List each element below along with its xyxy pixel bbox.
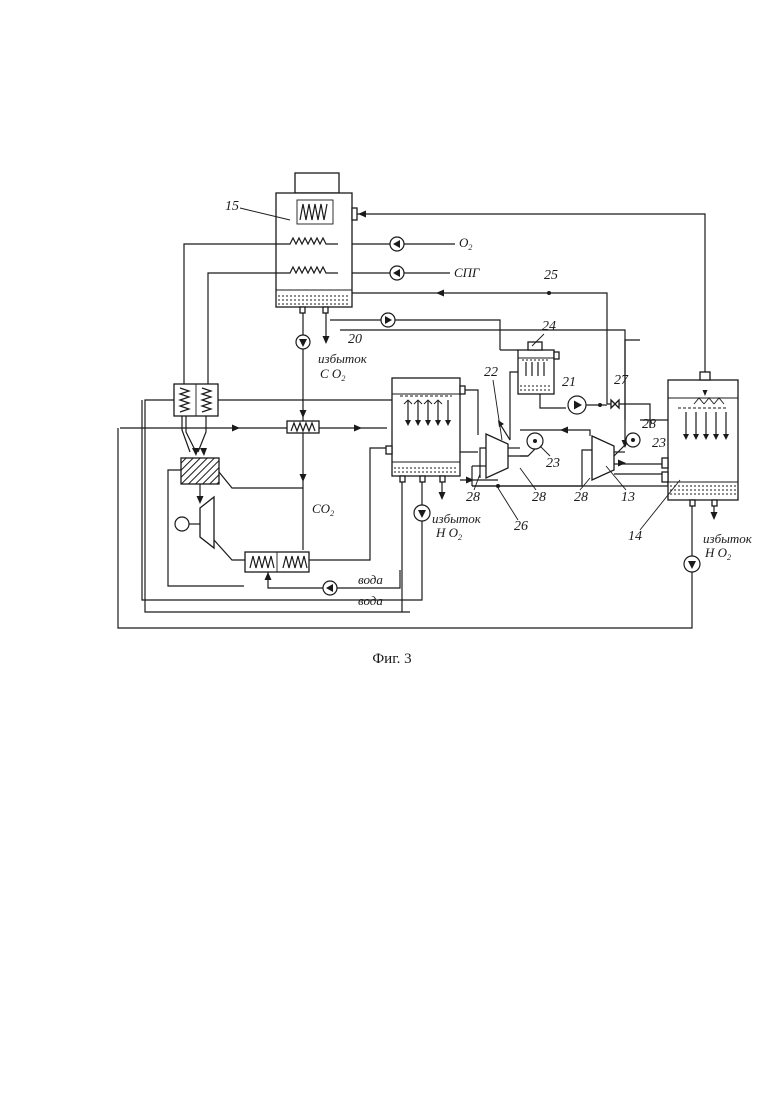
hatched-reactor xyxy=(181,458,219,484)
label-excess-h2o-2-formula: H O2 xyxy=(704,545,731,562)
label-water-1: вода xyxy=(358,572,383,587)
ref-28-a: 28 xyxy=(642,417,656,432)
leader-26 xyxy=(498,488,518,520)
label-excess-co2-formula: C O2 xyxy=(320,366,345,383)
leader-28-c xyxy=(520,468,536,490)
label-excess-co2-word: избыток xyxy=(318,351,368,366)
unit-24 xyxy=(500,342,566,440)
generator-23-right xyxy=(614,433,640,456)
ref-22: 22 xyxy=(484,365,498,380)
label-excess-h2o-1-word: избыток xyxy=(432,511,482,526)
ref-15: 15 xyxy=(225,199,239,214)
ref-26: 26 xyxy=(514,519,528,534)
ref-21: 21 xyxy=(562,375,576,390)
ref-23-b: 23 xyxy=(652,436,666,451)
label-excess-h2o-1-formula: H O2 xyxy=(435,525,462,542)
bottom-heat-exchanger xyxy=(245,448,400,588)
label-water-2: вода xyxy=(358,593,383,608)
ref-28-b: 28 xyxy=(466,490,480,505)
middle-column xyxy=(386,378,465,482)
label-o2: O2 xyxy=(459,235,472,252)
ref-23-a: 23 xyxy=(546,456,560,471)
ref-25: 25 xyxy=(544,268,558,283)
unit-14 xyxy=(662,372,738,506)
o2-feed-line xyxy=(352,237,455,251)
label-co2: CO2 xyxy=(312,501,334,518)
water-pump-line xyxy=(323,581,337,595)
leader-28-b xyxy=(474,474,480,490)
ref-24: 24 xyxy=(542,319,556,334)
middle-heat-exchanger xyxy=(120,421,387,433)
label-excess-h2o-2-word: избыток xyxy=(703,531,753,546)
left-heat-exchanger xyxy=(174,384,218,416)
spg-feed-line xyxy=(352,266,450,280)
ref-27: 27 xyxy=(614,373,629,388)
label-spg: СПГ xyxy=(454,265,480,280)
ref-28-c: 28 xyxy=(532,490,546,505)
figure-caption: Фиг. 3 xyxy=(372,651,411,667)
line-20 xyxy=(323,313,626,445)
generator-23-middle xyxy=(520,433,543,456)
ref-20: 20 xyxy=(348,332,362,347)
leader-23-a xyxy=(540,446,550,456)
leader-14 xyxy=(640,480,680,530)
ref-14: 14 xyxy=(628,529,642,544)
ref-28-d: 28 xyxy=(574,490,588,505)
leader-22 xyxy=(493,380,502,440)
unit-15-furnace xyxy=(276,173,357,313)
hx-to-reactor-lines xyxy=(182,416,207,456)
ref-13: 13 xyxy=(621,490,635,505)
